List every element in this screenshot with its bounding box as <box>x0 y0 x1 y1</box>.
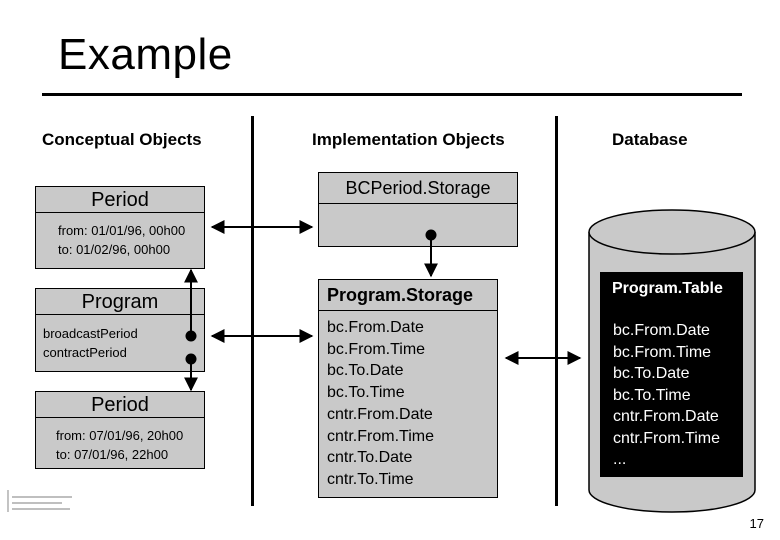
storage-field: bc.From.Time <box>327 340 426 358</box>
page-number: 17 <box>749 516 764 531</box>
storage-field: bc.From.Date <box>327 319 424 336</box>
program-object-header: Program <box>35 288 205 315</box>
database-cylinder <box>588 209 756 513</box>
storage-field: bc.To.Date <box>327 362 404 380</box>
period-object-2-body: from: 07/01/96, 20h00 to: 07/01/96, 22h0… <box>35 417 205 469</box>
period-object-1-body: from: 01/01/96, 00h00 to: 01/02/96, 00h0… <box>35 212 205 269</box>
program-table-fields: bc.From.Date bc.From.Time bc.To.Date bc.… <box>613 320 720 471</box>
table-field: bc.To.Date <box>613 365 690 382</box>
footer-stamp <box>7 490 72 512</box>
table-field: bc.From.Date <box>613 322 710 339</box>
period-storage-name: BCPeriod.Storage <box>345 178 491 198</box>
table-field: ... <box>613 451 627 468</box>
program-storage-name: Program.Storage <box>327 285 474 305</box>
title-underline <box>42 93 742 96</box>
heading-database: Database <box>612 130 688 149</box>
period-object-2-from: from: 07/01/96, 20h00 <box>56 428 184 443</box>
table-field: cntr.From.Date <box>613 408 719 425</box>
program-object-body: broadcastPeriod contractPeriod <box>35 314 205 372</box>
program-table-name: Program.Table <box>612 280 723 297</box>
storage-field: bc.To.Time <box>327 384 405 402</box>
program-attr-contract-period: contractPeriod <box>43 345 127 360</box>
separator-right <box>555 116 558 506</box>
program-object-name: Program <box>81 291 159 313</box>
program-storage-body: bc.From.Date bc.From.Time bc.To.Date bc.… <box>318 310 498 498</box>
period-storage-body <box>318 203 518 247</box>
period-object-1-name: Period <box>91 189 149 211</box>
table-field: cntr.From.Time <box>613 429 720 447</box>
storage-field: cntr.From.Time <box>327 427 434 445</box>
storage-field: cntr.To.Date <box>327 449 413 467</box>
period-object-1-from: from: 01/01/96, 00h00 <box>58 223 186 238</box>
period-object-2-header: Period <box>35 391 205 418</box>
table-field: bc.To.Time <box>613 386 691 404</box>
storage-field: cntr.To.Time <box>327 470 414 488</box>
period-storage-header: BCPeriod.Storage <box>318 172 518 204</box>
slide-title: Example <box>58 30 233 79</box>
period-object-1-to: to: 01/02/96, 00h00 <box>58 242 171 257</box>
program-attr-broadcast-period: broadcastPeriod <box>43 326 138 341</box>
period-object-2-name: Period <box>91 394 149 416</box>
storage-field: cntr.From.Date <box>327 405 433 423</box>
heading-conceptual-objects: Conceptual Objects <box>42 130 202 149</box>
separator-left <box>251 116 254 506</box>
heading-implementation-objects: Implementation Objects <box>312 130 505 149</box>
period-object-2-to: to: 07/01/96, 22h00 <box>56 447 169 462</box>
table-field: bc.From.Time <box>613 343 712 361</box>
